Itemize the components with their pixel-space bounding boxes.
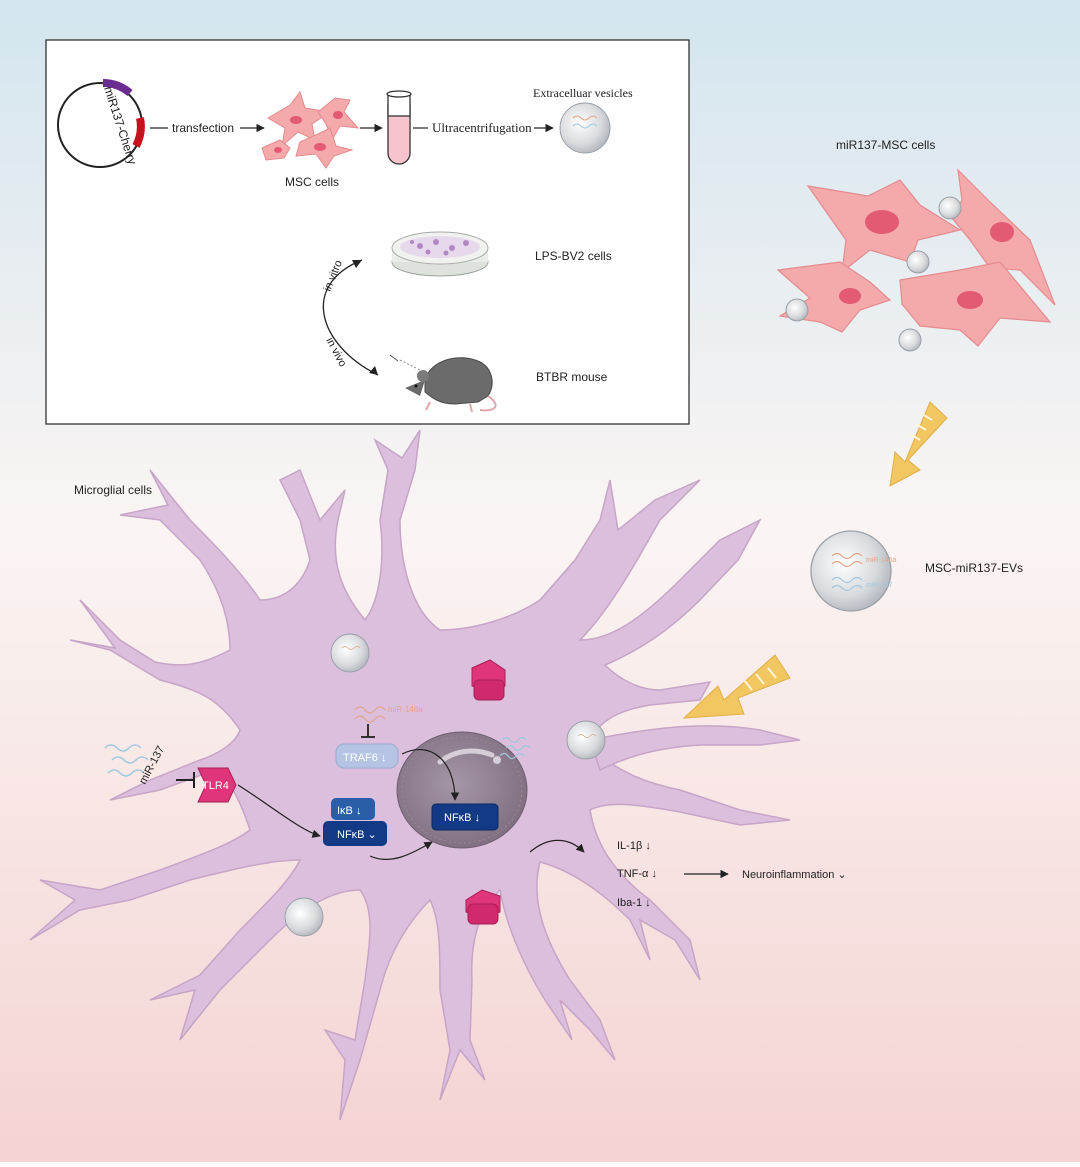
msc-ev-icon	[810, 530, 892, 612]
mir137-inhibit-bar	[176, 772, 195, 788]
transfection-label: transfection	[172, 121, 234, 135]
mir137-nuclear-strands-icon	[499, 736, 531, 760]
neuroinflammation-label: Neuroinflammation ⌄	[742, 869, 847, 881]
nfkb-cyto-label: NFκB ⌄	[337, 829, 377, 841]
nfkb-nuclear-box	[431, 803, 499, 831]
gold-arrow-2	[682, 654, 791, 719]
centrifuge-tube-icon	[386, 90, 412, 165]
il1b-label: IL-1β ↓	[617, 840, 651, 852]
ev-in-cytoplasm	[284, 633, 606, 937]
tnfa-label: TNF-α ↓	[617, 868, 657, 880]
ikb-label: IκB ↓	[337, 805, 361, 817]
traf6-label: TRAF6 ↓	[343, 752, 386, 764]
msc-title: miR137-MSC cells	[836, 138, 935, 152]
plasmid-icon	[57, 79, 145, 168]
msc-cells-label: MSC cells	[285, 175, 339, 189]
nfkb-cyto-box	[323, 821, 387, 846]
nfkb-nuclear-label: NFκB ↓	[444, 812, 480, 824]
ikb-box	[331, 798, 375, 820]
ev-label: Extracelluar vesicles	[533, 86, 633, 100]
tlr4-label: TLR4	[202, 780, 229, 792]
gold-arrow-1	[889, 401, 948, 487]
traf6-box	[335, 743, 399, 769]
msc-cells-icon	[261, 90, 360, 169]
branch-curve	[322, 259, 379, 376]
mouse-icon	[389, 354, 497, 413]
nfkb-to-nucleus-arrow	[369, 841, 433, 860]
protocol-panel: miR137-Cherry transfection MSC cells Ult…	[45, 39, 690, 425]
ev-mir137-label: miR-137	[866, 582, 893, 589]
ev-icon	[559, 102, 611, 154]
tlr4-receptor	[197, 767, 237, 803]
ultracentrifugation-label: Ultracentrifugation	[432, 120, 532, 135]
ev-title: MSC-miR137-EVs	[925, 561, 1023, 575]
receptor-top-icon	[471, 659, 506, 701]
petri-dish-icon	[391, 231, 489, 277]
receptor-bottom-icon	[465, 889, 501, 925]
mir146a-inhibit-bar	[361, 724, 375, 738]
nucleus-to-cytokines-arrow	[529, 839, 585, 853]
iba1-label: Iba-1 ↓	[617, 897, 651, 909]
microglia-title: Microglial cells	[74, 483, 152, 497]
msc-cells-large	[776, 168, 1056, 352]
mir146a-strands-icon	[354, 706, 386, 723]
bv2-label: LPS-BV2 cells	[535, 249, 612, 263]
tlr4-to-nfkb-arrow	[237, 784, 321, 838]
traf6-to-nfkb-arrow	[401, 749, 460, 801]
ev-mir146a-label: miR-146a	[866, 557, 896, 564]
mir137-strands-icon	[104, 744, 149, 777]
mir146a-label: miR-146a	[388, 705, 423, 714]
mouse-label: BTBR mouse	[536, 370, 608, 384]
